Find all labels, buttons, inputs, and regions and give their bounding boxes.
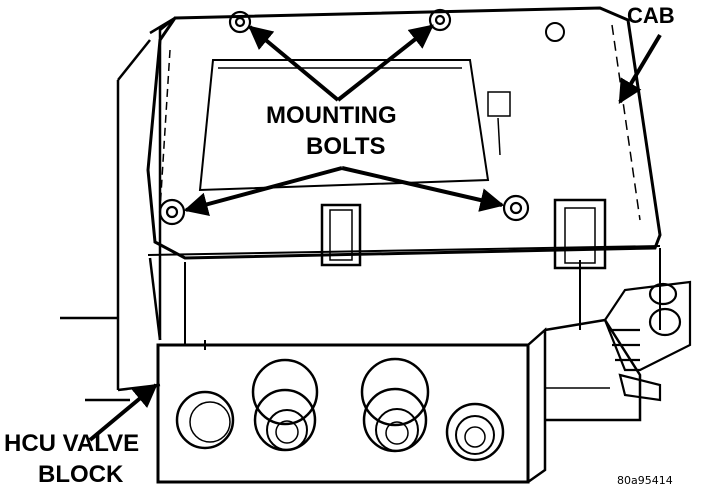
port-1: [175, 390, 235, 450]
port-2: [251, 358, 319, 452]
leader-arrows: [88, 24, 662, 442]
arrow-to-bolt-bottom-right: [341, 166, 505, 212]
cab-label: CAB: [627, 3, 675, 28]
arrow-to-bolt-top-left: [248, 25, 340, 102]
mounting-bolts: [158, 8, 530, 226]
port-4: [445, 402, 505, 462]
bolt-top-right: [428, 8, 452, 32]
mounting-bolts-label-line2: BOLTS: [306, 133, 386, 160]
cab-housing: [146, 6, 662, 345]
bolt-bottom-left: [158, 198, 186, 226]
hcu-valve-block-label-line1: HCU VALVE: [4, 430, 140, 457]
hcu-valve-block-label-line2: BLOCK: [38, 461, 124, 488]
figure-id: 80a95414: [617, 474, 673, 487]
hcu-valve-block: [156, 318, 642, 484]
bolt-top-left: [228, 10, 252, 34]
port-3: [360, 357, 430, 453]
electrical-connector: [603, 280, 692, 402]
arrow-to-hcu: [88, 383, 158, 442]
arrow-to-bolt-bottom-left: [183, 166, 343, 216]
mounting-bolts-label-line1: MOUNTING: [266, 102, 397, 129]
arrow-to-cab: [618, 33, 662, 105]
bolt-bottom-right: [502, 194, 530, 222]
arrow-to-bolt-top-right: [336, 24, 434, 102]
